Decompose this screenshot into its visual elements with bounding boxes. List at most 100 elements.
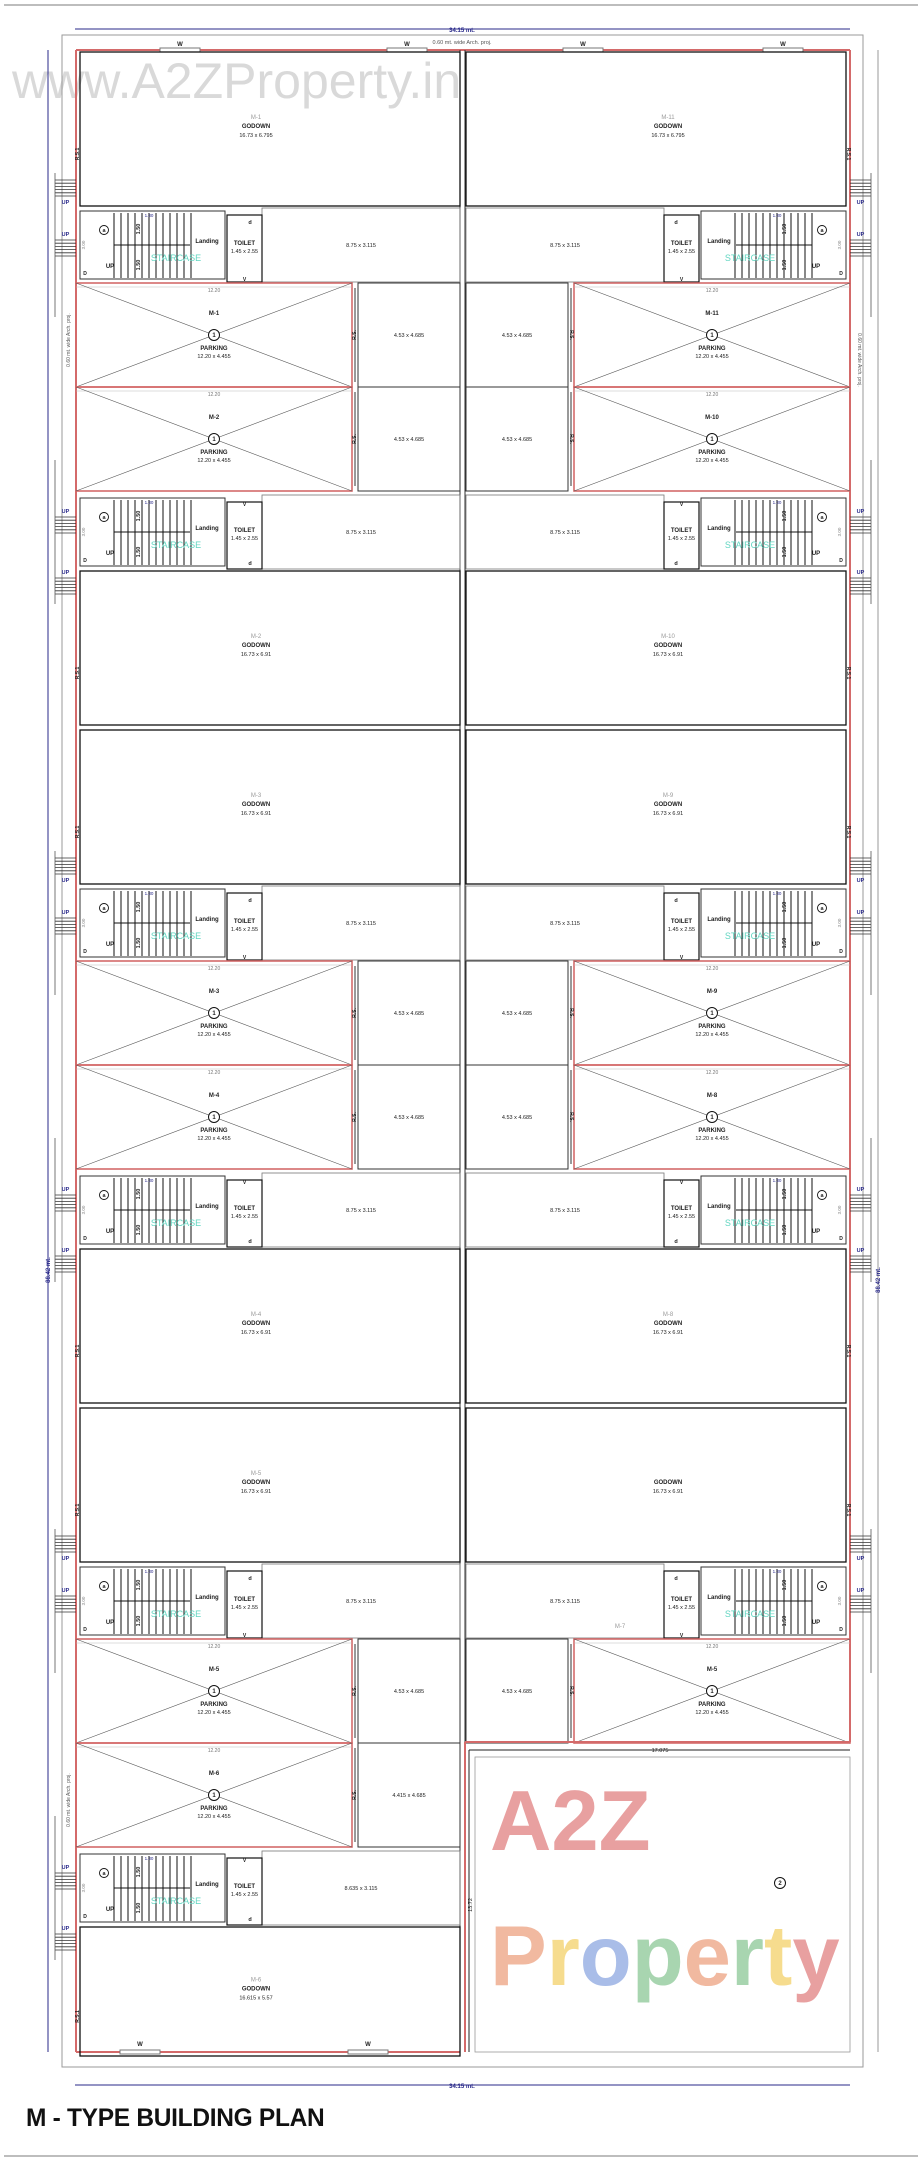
ventilator-label: V <box>680 1633 684 1639</box>
door-label: D <box>839 271 843 277</box>
parking-size: 12.20 x 4.455 <box>197 354 230 360</box>
stair-marker-label: a <box>820 228 824 234</box>
stair-marker-circle <box>817 225 827 235</box>
passage-size: 8.75 x 3.115 <box>346 921 376 927</box>
left-arch-projection-label: 0.60 mt. wide Arch. proj. <box>66 313 72 367</box>
parking-marker-label: 1 <box>212 1689 216 1695</box>
stair-up-label: UP <box>812 264 820 270</box>
brand-watermark-letter: t <box>764 1909 792 2004</box>
parking-label: PARKING <box>698 1024 726 1030</box>
parking-label: PARKING <box>200 450 228 456</box>
stair-marker-label: a <box>820 906 824 912</box>
stair-marker-label: a <box>102 515 106 521</box>
parking-size: 12.20 x 4.455 <box>695 1136 728 1142</box>
side-bay-size: 4.53 x 4.685 <box>394 1115 424 1121</box>
bottom-border-rule <box>4 2155 918 2157</box>
stair-width-dimension: 3.00 <box>837 527 842 536</box>
parking-marker-circle <box>208 1685 220 1697</box>
brand-watermark-letter: P <box>490 1909 547 2004</box>
window-label: W <box>580 42 586 48</box>
exterior-stair-up-label: UP <box>857 1556 865 1562</box>
plan-title: M - TYPE BUILDING PLAN <box>26 2104 325 2132</box>
parking-unit-id: M-10 <box>705 415 719 421</box>
rolling-shutter-label: R.S.1 <box>75 148 81 161</box>
rolling-shutter-label: R.S. <box>568 434 574 444</box>
toilet-door-label: d <box>248 1917 251 1923</box>
stair-marker-circle <box>99 1190 109 1200</box>
rolling-shutter-label: R.S. <box>352 1790 358 1800</box>
stair-width-dimension: 3.00 <box>837 918 842 927</box>
side-bay <box>465 386 569 492</box>
toilet-door-label: d <box>248 898 251 904</box>
parking-label: PARKING <box>200 346 228 352</box>
stair-width-dimension: 3.00 <box>837 1205 842 1214</box>
side-bay-size: 4.53 x 4.685 <box>394 1011 424 1017</box>
godown-room <box>465 51 847 207</box>
exterior-stair-up-label: UP <box>857 570 865 576</box>
stair-flight-dimension: 1.50 <box>782 1225 788 1236</box>
godown-unit-id: M-2 <box>251 634 262 640</box>
stair-marker-circle <box>99 1868 109 1878</box>
rolling-shutter-label: R.S. <box>568 1112 574 1122</box>
brand-watermark-letter: r <box>731 1909 764 2004</box>
parking-marker-label: 1 <box>212 1793 216 1799</box>
godown-label: GODOWN <box>654 1480 682 1486</box>
side-bay-size: 4.415 x 4.685 <box>392 1793 425 1799</box>
stair-up-label: UP <box>812 1620 820 1626</box>
toilet-door-label: d <box>248 220 251 226</box>
parking-size: 12.20 x 4.455 <box>695 458 728 464</box>
passage-size: 8.75 x 3.115 <box>346 530 376 536</box>
stair-marker-label: a <box>102 1193 106 1199</box>
toilet-door-label: d <box>248 1576 251 1582</box>
toilet-label: TOILET <box>234 1206 256 1212</box>
parking-size: 12.20 x 4.455 <box>197 1136 230 1142</box>
staircase-room <box>700 497 847 567</box>
passage-size: 8.75 x 3.115 <box>346 1208 376 1214</box>
staircase-room <box>79 1175 226 1245</box>
godown-size: 16.73 x 6.91 <box>241 652 271 658</box>
brand-watermark-letter: p <box>632 1909 684 2004</box>
side-bay-size: 4.53 x 4.685 <box>394 1689 424 1695</box>
parking-size: 12.20 x 4.455 <box>695 354 728 360</box>
godown-size: 16.73 x 6.795 <box>651 133 684 139</box>
rolling-shutter-label: R.S.1 <box>845 826 851 839</box>
right-arch-projection-label: 0.60 mt. wide Arch. proj. <box>856 333 862 387</box>
staircase-label: STAIRCASE <box>151 931 201 941</box>
parking-width-label: 12.20 <box>706 1070 719 1076</box>
stair-up-label: UP <box>812 1229 820 1235</box>
staircase-label: STAIRCASE <box>725 540 775 550</box>
stair-marker-circle <box>99 512 109 522</box>
godown-label: GODOWN <box>242 1987 270 1993</box>
godown-room <box>465 570 847 726</box>
parking-width-label: 12.20 <box>208 966 221 972</box>
left-arch-projection-label-lower: 0.60 mt. wide Arch. proj. <box>66 1773 72 1827</box>
godown-label: GODOWN <box>654 1321 682 1327</box>
parking-label: PARKING <box>698 450 726 456</box>
godown-size: 16.615 x 5.57 <box>239 1996 272 2002</box>
door-label: D <box>83 558 87 564</box>
stair-flight-dimension: 1.50 <box>782 1580 788 1591</box>
door-label: D <box>839 1236 843 1242</box>
godown-label: GODOWN <box>654 124 682 130</box>
rolling-shutter-label: R.S.1 <box>75 1504 81 1517</box>
rolling-shutter-label: R.S.1 <box>845 148 851 161</box>
staircase-room <box>79 1566 226 1636</box>
stair-marker-label: a <box>820 1193 824 1199</box>
staircase-room <box>700 888 847 958</box>
side-bay <box>357 386 461 492</box>
toilet-room <box>226 1857 263 1926</box>
stair-tread-dimension: 1.30 <box>773 1569 782 1574</box>
godown-room <box>465 1407 847 1563</box>
godown-unit-id: M-1 <box>251 115 262 121</box>
stair-width-dimension: 3.00 <box>81 1205 86 1214</box>
godown-label: GODOWN <box>654 643 682 649</box>
toilet-label: TOILET <box>671 241 693 247</box>
bottom-width-dimension-label: 34.15 mt. <box>449 2084 475 2090</box>
left-length-dimension-label: 88.42 mt. <box>46 1257 52 1283</box>
stair-up-label: UP <box>106 264 114 270</box>
parking-marker-circle <box>208 1111 220 1123</box>
toilet-label: TOILET <box>234 919 256 925</box>
stair-flight-dimension: 1.50 <box>782 260 788 271</box>
parking-width-label: 12.20 <box>208 1070 221 1076</box>
godown-size: 16.73 x 6.91 <box>241 1330 271 1336</box>
